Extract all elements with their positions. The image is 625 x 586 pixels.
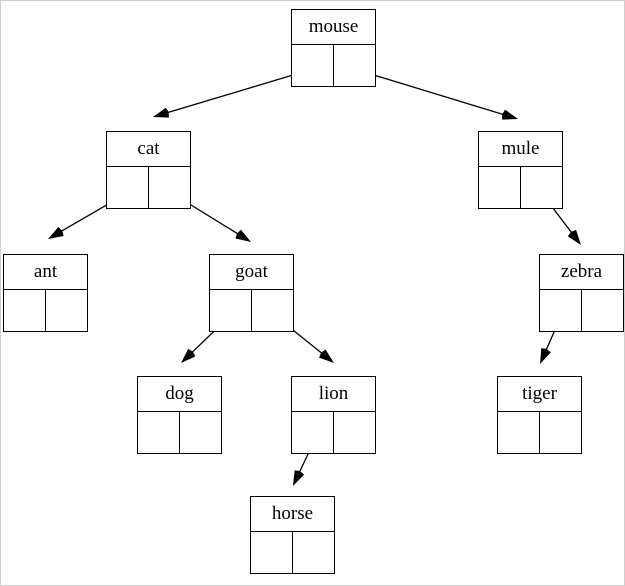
node-pointer-cells [479,166,562,208]
right-pointer-cell[interactable] [334,45,376,86]
left-pointer-cell[interactable] [4,290,46,331]
arrowhead-icon [502,109,518,120]
right-pointer-cell[interactable] [252,290,294,331]
left-pointer-cell[interactable] [479,167,521,208]
arrowhead-icon [319,349,334,363]
node-label: mouse [308,15,359,37]
arrowhead-icon [567,229,581,245]
node-label: mule [501,137,540,159]
node-label: ant [33,260,58,282]
node-label: dog [165,382,194,404]
left-pointer-cell[interactable] [540,290,582,331]
arrowhead-icon [235,229,251,242]
left-pointer-cell[interactable] [292,45,334,86]
edge-line [353,68,507,117]
tree-node-horse[interactable]: horse [250,496,335,574]
right-pointer-cell[interactable] [521,167,563,208]
node-label: goat [235,260,268,282]
tree-node-tiger[interactable]: tiger [497,376,582,454]
right-pointer-cell[interactable] [46,290,88,331]
node-label: cat [137,137,160,159]
right-pointer-cell[interactable] [180,412,222,453]
right-pointer-cell[interactable] [334,412,376,453]
node-pointer-cells [210,289,293,331]
node-label: tiger [522,382,557,404]
left-pointer-cell[interactable] [292,412,334,453]
left-pointer-cell[interactable] [138,412,180,453]
right-pointer-cell[interactable] [293,532,335,573]
right-pointer-cell[interactable] [582,290,624,331]
node-pointer-cells [540,289,623,331]
arrowhead-icon [181,348,196,363]
left-pointer-cell[interactable] [498,412,540,453]
tree-node-lion[interactable]: lion [291,376,376,454]
node-pointer-cells [498,411,581,453]
node-pointer-cells [251,531,334,573]
left-pointer-cell[interactable] [251,532,293,573]
node-pointer-cells [4,289,87,331]
arrowhead-icon [540,348,551,364]
node-label: lion [318,382,349,404]
tree-node-goat[interactable]: goat [209,254,294,332]
tree-node-zebra[interactable]: zebra [539,254,624,332]
node-pointer-cells [292,44,375,86]
node-pointer-cells [292,411,375,453]
edge-mouse-to-cat [153,68,314,118]
tree-node-mule[interactable]: mule [478,131,563,209]
arrowhead-icon [293,470,305,486]
node-label: zebra [560,260,603,282]
left-pointer-cell[interactable] [107,167,149,208]
arrowhead-icon [153,107,169,118]
node-pointer-cells [107,166,190,208]
edge-mouse-to-mule [353,68,518,120]
node-pointer-cells [138,411,221,453]
tree-node-mouse[interactable]: mouse [291,9,376,87]
node-label: horse [271,502,314,524]
arrowhead-icon [48,226,64,239]
right-pointer-cell[interactable] [540,412,582,453]
tree-node-ant[interactable]: ant [3,254,88,332]
tree-node-cat[interactable]: cat [106,131,191,209]
tree-node-dog[interactable]: dog [137,376,222,454]
right-pointer-cell[interactable] [149,167,191,208]
left-pointer-cell[interactable] [210,290,252,331]
